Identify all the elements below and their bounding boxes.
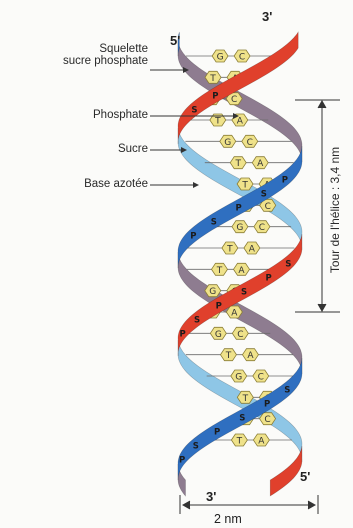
base-left-letter: T — [225, 351, 232, 361]
phosphate-label: Phosphate — [8, 109, 148, 121]
backbone-letter: P — [266, 274, 272, 284]
base-azotee-label: Base azotée — [8, 178, 148, 190]
backbone-letter: P — [190, 232, 196, 242]
base-right-letter: A — [249, 245, 256, 255]
base-right-letter: A — [231, 309, 238, 319]
helix-turn-label: Tour de l'hélice : 3,4 nm — [328, 147, 342, 273]
backbone-letter: S — [284, 386, 290, 396]
base-right-letter: A — [257, 159, 264, 169]
base-left-letter: G — [217, 53, 224, 63]
width-bracket — [180, 495, 318, 514]
backbone-letter: P — [212, 92, 218, 102]
backbone-letter: S — [211, 218, 217, 228]
backbone-letter: P — [236, 204, 242, 214]
squelette-label-line2: sucre phosphate — [8, 55, 148, 67]
backbone-letter: P — [180, 330, 186, 340]
base-left-letter: T — [226, 245, 233, 255]
backbone-letter: S — [261, 190, 267, 200]
base-left-letter: T — [234, 159, 241, 169]
base-right-letter: C — [258, 373, 264, 383]
base-right-letter: A — [258, 437, 265, 447]
strand-a-ribbon-segment-4 — [270, 446, 302, 496]
strand-end-top-left: 5' — [170, 33, 180, 48]
base-left-letter: T — [214, 117, 221, 127]
base-right-letter: C — [239, 53, 245, 63]
strand-end-top-right: 3' — [262, 9, 272, 24]
backbone-letter: S — [193, 442, 199, 452]
base-left-letter: T — [241, 181, 248, 191]
base-right-letter: C — [265, 202, 271, 212]
backbone-letter: S — [239, 414, 245, 424]
base-right-letter: C — [247, 138, 253, 148]
base-left-letter: T — [209, 74, 216, 84]
sucre-label: Sucre — [8, 143, 148, 155]
squelette-label: Squelette sucre phosphate — [8, 43, 148, 67]
base-left-letter: G — [236, 223, 243, 233]
base-left-letter: T — [242, 394, 249, 404]
backbone-letter: P — [216, 302, 222, 312]
base-right-letter: C — [264, 415, 270, 425]
base-right-letter: A — [238, 266, 245, 276]
backbone-letter: S — [194, 316, 200, 326]
backbone-letter: S — [285, 260, 291, 270]
backbone-letter: P — [264, 400, 270, 410]
backbone-letter: P — [282, 176, 288, 186]
base-left-letter: G — [235, 373, 242, 383]
base-right-letter: C — [259, 223, 265, 233]
base-left-letter: G — [209, 287, 216, 297]
strand-end-bottom-right: 5' — [300, 469, 310, 484]
base-right-letter: C — [231, 95, 237, 105]
base-right-letter: A — [237, 117, 244, 127]
backbone-letter: P — [179, 456, 185, 466]
base-left-letter: T — [216, 266, 223, 276]
base-right-letter: A — [247, 351, 254, 361]
base-right-letter: C — [237, 330, 243, 340]
width-label: 2 nm — [214, 512, 242, 526]
base-left-letter: T — [236, 437, 243, 447]
base-left-letter: G — [224, 138, 231, 148]
backbone-letter: P — [214, 428, 220, 438]
squelette-label-line1: Squelette — [8, 43, 148, 55]
base-left-letter: G — [215, 330, 222, 340]
backbone-letter: S — [241, 288, 247, 298]
backbone-letter: S — [191, 106, 197, 116]
strand-end-bottom-left: 3' — [206, 489, 216, 504]
